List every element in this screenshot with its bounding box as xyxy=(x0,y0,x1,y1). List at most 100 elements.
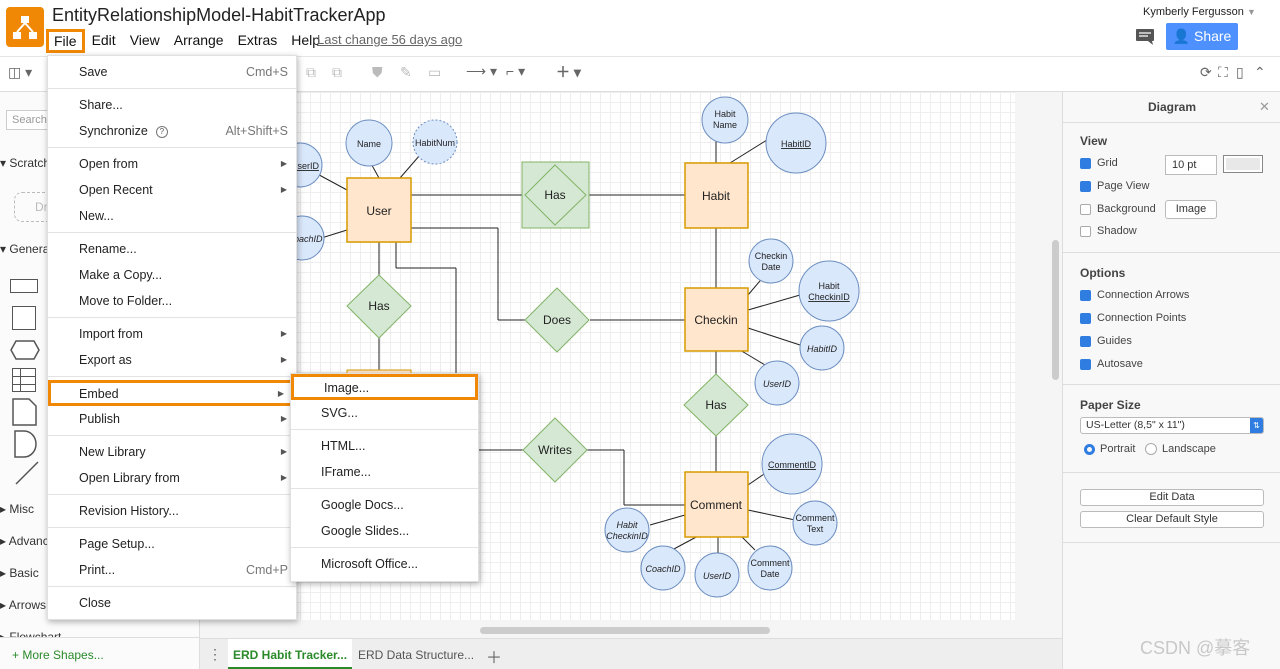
file_menu-item-print[interactable]: Print...Cmd+P xyxy=(48,557,296,583)
section-misc[interactable]: ▸ Misc xyxy=(0,502,35,516)
edit-data-button[interactable]: Edit Data xyxy=(1080,489,1264,506)
shape-delay[interactable] xyxy=(14,430,40,458)
attr-comment-coachid[interactable]: CoachID xyxy=(640,545,686,591)
section-scratchpad[interactable]: ▾ Scratch xyxy=(0,156,51,170)
clear-default-style-button[interactable]: Clear Default Style xyxy=(1080,511,1264,528)
shadow-icon[interactable]: ▭ xyxy=(428,64,442,80)
share-button[interactable]: 👤 Share xyxy=(1166,23,1238,50)
tab-erd-habit-tracker[interactable]: ERD Habit Tracker... xyxy=(228,639,352,669)
close-icon[interactable]: ✕ xyxy=(1259,99,1270,114)
insert-plus-icon[interactable]: ＋ ▾ xyxy=(556,64,581,80)
to-back-icon[interactable]: ⧉ xyxy=(332,64,342,80)
connection-points-checkbox[interactable]: Connection Points xyxy=(1080,307,1186,330)
autosave-checkbox[interactable]: Autosave xyxy=(1080,353,1143,376)
drawio-logo[interactable] xyxy=(6,7,44,47)
attr-habitid-fk[interactable]: HabitID xyxy=(799,325,845,371)
attr-userid-fk[interactable]: UserID xyxy=(754,360,800,406)
file_menu-item-revision-history[interactable]: Revision History... xyxy=(48,498,296,524)
background-checkbox[interactable]: Background xyxy=(1080,198,1156,221)
embed_menu-item-iframe[interactable]: IFrame... xyxy=(291,459,478,485)
embed_menu-item-svg[interactable]: SVG... xyxy=(291,400,478,426)
file_menu-item-import-from[interactable]: Import from▶ xyxy=(48,321,296,347)
file_menu-item-page-setup[interactable]: Page Setup... xyxy=(48,531,296,557)
entity-checkin[interactable]: Checkin xyxy=(684,287,749,352)
embed_menu-item-html[interactable]: HTML... xyxy=(291,433,478,459)
grid-checkbox[interactable]: Grid xyxy=(1080,152,1118,175)
menu-file[interactable]: File xyxy=(46,29,85,53)
landscape-radio[interactable]: Landscape xyxy=(1145,438,1216,461)
pages-menu-icon[interactable]: ⋮ xyxy=(208,646,222,662)
file_menu-item-synchronize[interactable]: Synchronize?Alt+Shift+S xyxy=(48,118,296,144)
file_menu-item-new-library[interactable]: New Library▶ xyxy=(48,439,296,465)
connection-arrows-checkbox[interactable]: Connection Arrows xyxy=(1080,284,1189,307)
portrait-radio[interactable]: Portrait xyxy=(1084,438,1135,461)
shape-table[interactable] xyxy=(12,368,36,392)
file_menu-item-publish[interactable]: Publish▶ xyxy=(48,406,296,432)
tab-erd-data-structure[interactable]: ERD Data Structure... xyxy=(358,648,475,662)
section-arrows[interactable]: ▸ Arrows xyxy=(0,598,47,612)
entity-habit[interactable]: Habit xyxy=(684,162,749,229)
section-general[interactable]: ▾ General xyxy=(0,242,53,256)
attr-habitnum[interactable]: HabitNum xyxy=(412,119,458,165)
rel-has-habit[interactable]: Has xyxy=(521,161,590,229)
shape-document[interactable] xyxy=(12,398,38,426)
horizontal-scrollbar[interactable] xyxy=(480,627,770,634)
shape-hexagon[interactable] xyxy=(10,340,40,360)
panel-icon[interactable]: ▯ xyxy=(1236,64,1244,80)
rel-has-checkin[interactable]: Has xyxy=(683,373,749,437)
attr-habitid[interactable]: HabitID xyxy=(765,112,827,174)
page-view-checkbox[interactable]: Page View xyxy=(1080,175,1149,198)
vertical-scrollbar[interactable] xyxy=(1052,240,1059,380)
shape-rectangle[interactable] xyxy=(10,279,38,293)
format-panel-toggle-icon[interactable]: ◫ ▾ xyxy=(8,64,33,80)
attr-name[interactable]: Name xyxy=(345,119,393,167)
attr-commentid[interactable]: CommentID xyxy=(761,433,823,495)
grid-color-swatch[interactable] xyxy=(1223,155,1263,173)
file_menu-item-open-recent[interactable]: Open Recent▶ xyxy=(48,177,296,203)
add-page-icon[interactable]: ＋ xyxy=(486,650,503,667)
comments-icon[interactable] xyxy=(1135,28,1155,49)
file_menu-item-embed[interactable]: Embed▶ xyxy=(48,380,296,406)
file_menu-item-rename[interactable]: Rename... xyxy=(48,236,296,262)
entity-comment[interactable]: Comment xyxy=(684,471,749,538)
menu-extras[interactable]: Extras xyxy=(237,32,278,48)
entity-user[interactable]: User xyxy=(346,177,412,243)
menu-help[interactable]: Help xyxy=(291,32,321,48)
waypoints-icon[interactable]: ⌐ ▾ xyxy=(506,63,526,79)
file_menu-item-close[interactable]: Close xyxy=(48,590,296,616)
refresh-icon[interactable]: ⟳ xyxy=(1200,64,1212,80)
last-change-link[interactable]: Last change 56 days ago xyxy=(317,32,463,47)
collapse-icon[interactable]: ⌃ xyxy=(1254,64,1266,80)
shadow-checkbox[interactable]: Shadow xyxy=(1080,220,1137,243)
connection-arrow-icon[interactable]: ⟶ ▾ xyxy=(466,63,497,79)
file_menu-item-export-as[interactable]: Export as▶ xyxy=(48,347,296,373)
fullscreen-icon[interactable]: ⛶ xyxy=(1218,64,1228,80)
document-title[interactable]: EntityRelationshipModel-HabitTrackerApp xyxy=(52,5,386,25)
more-shapes-button[interactable]: + More Shapes... xyxy=(0,637,199,669)
help-icon[interactable]: ? xyxy=(155,125,168,138)
file_menu-item-share[interactable]: Share... xyxy=(48,92,296,118)
shape-square[interactable] xyxy=(12,306,36,330)
rel-has-user[interactable]: Has xyxy=(346,274,412,339)
menu-view[interactable]: View xyxy=(129,32,160,48)
embed_menu-item-image[interactable]: Image... xyxy=(291,374,478,400)
shape-line[interactable] xyxy=(14,460,40,486)
file_menu-item-open-library-from[interactable]: Open Library from▶ xyxy=(48,465,296,491)
user-name[interactable]: Kymberly Fergusson ▼ xyxy=(1143,6,1256,18)
paper-size-select[interactable]: US-Letter (8,5" x 11")⇅ xyxy=(1080,417,1264,434)
section-basic[interactable]: ▸ Basic xyxy=(0,566,39,580)
background-image-button[interactable]: Image xyxy=(1165,200,1217,219)
rel-writes[interactable]: Writes xyxy=(522,417,588,483)
file_menu-item-make-a-copy[interactable]: Make a Copy... xyxy=(48,262,296,288)
attr-comment-userid[interactable]: UserID xyxy=(694,552,740,598)
embed_menu-item-google-docs[interactable]: Google Docs... xyxy=(291,492,478,518)
guides-checkbox[interactable]: Guides xyxy=(1080,330,1132,353)
menu-arrange[interactable]: Arrange xyxy=(173,32,224,48)
rel-does[interactable]: Does xyxy=(524,287,590,353)
